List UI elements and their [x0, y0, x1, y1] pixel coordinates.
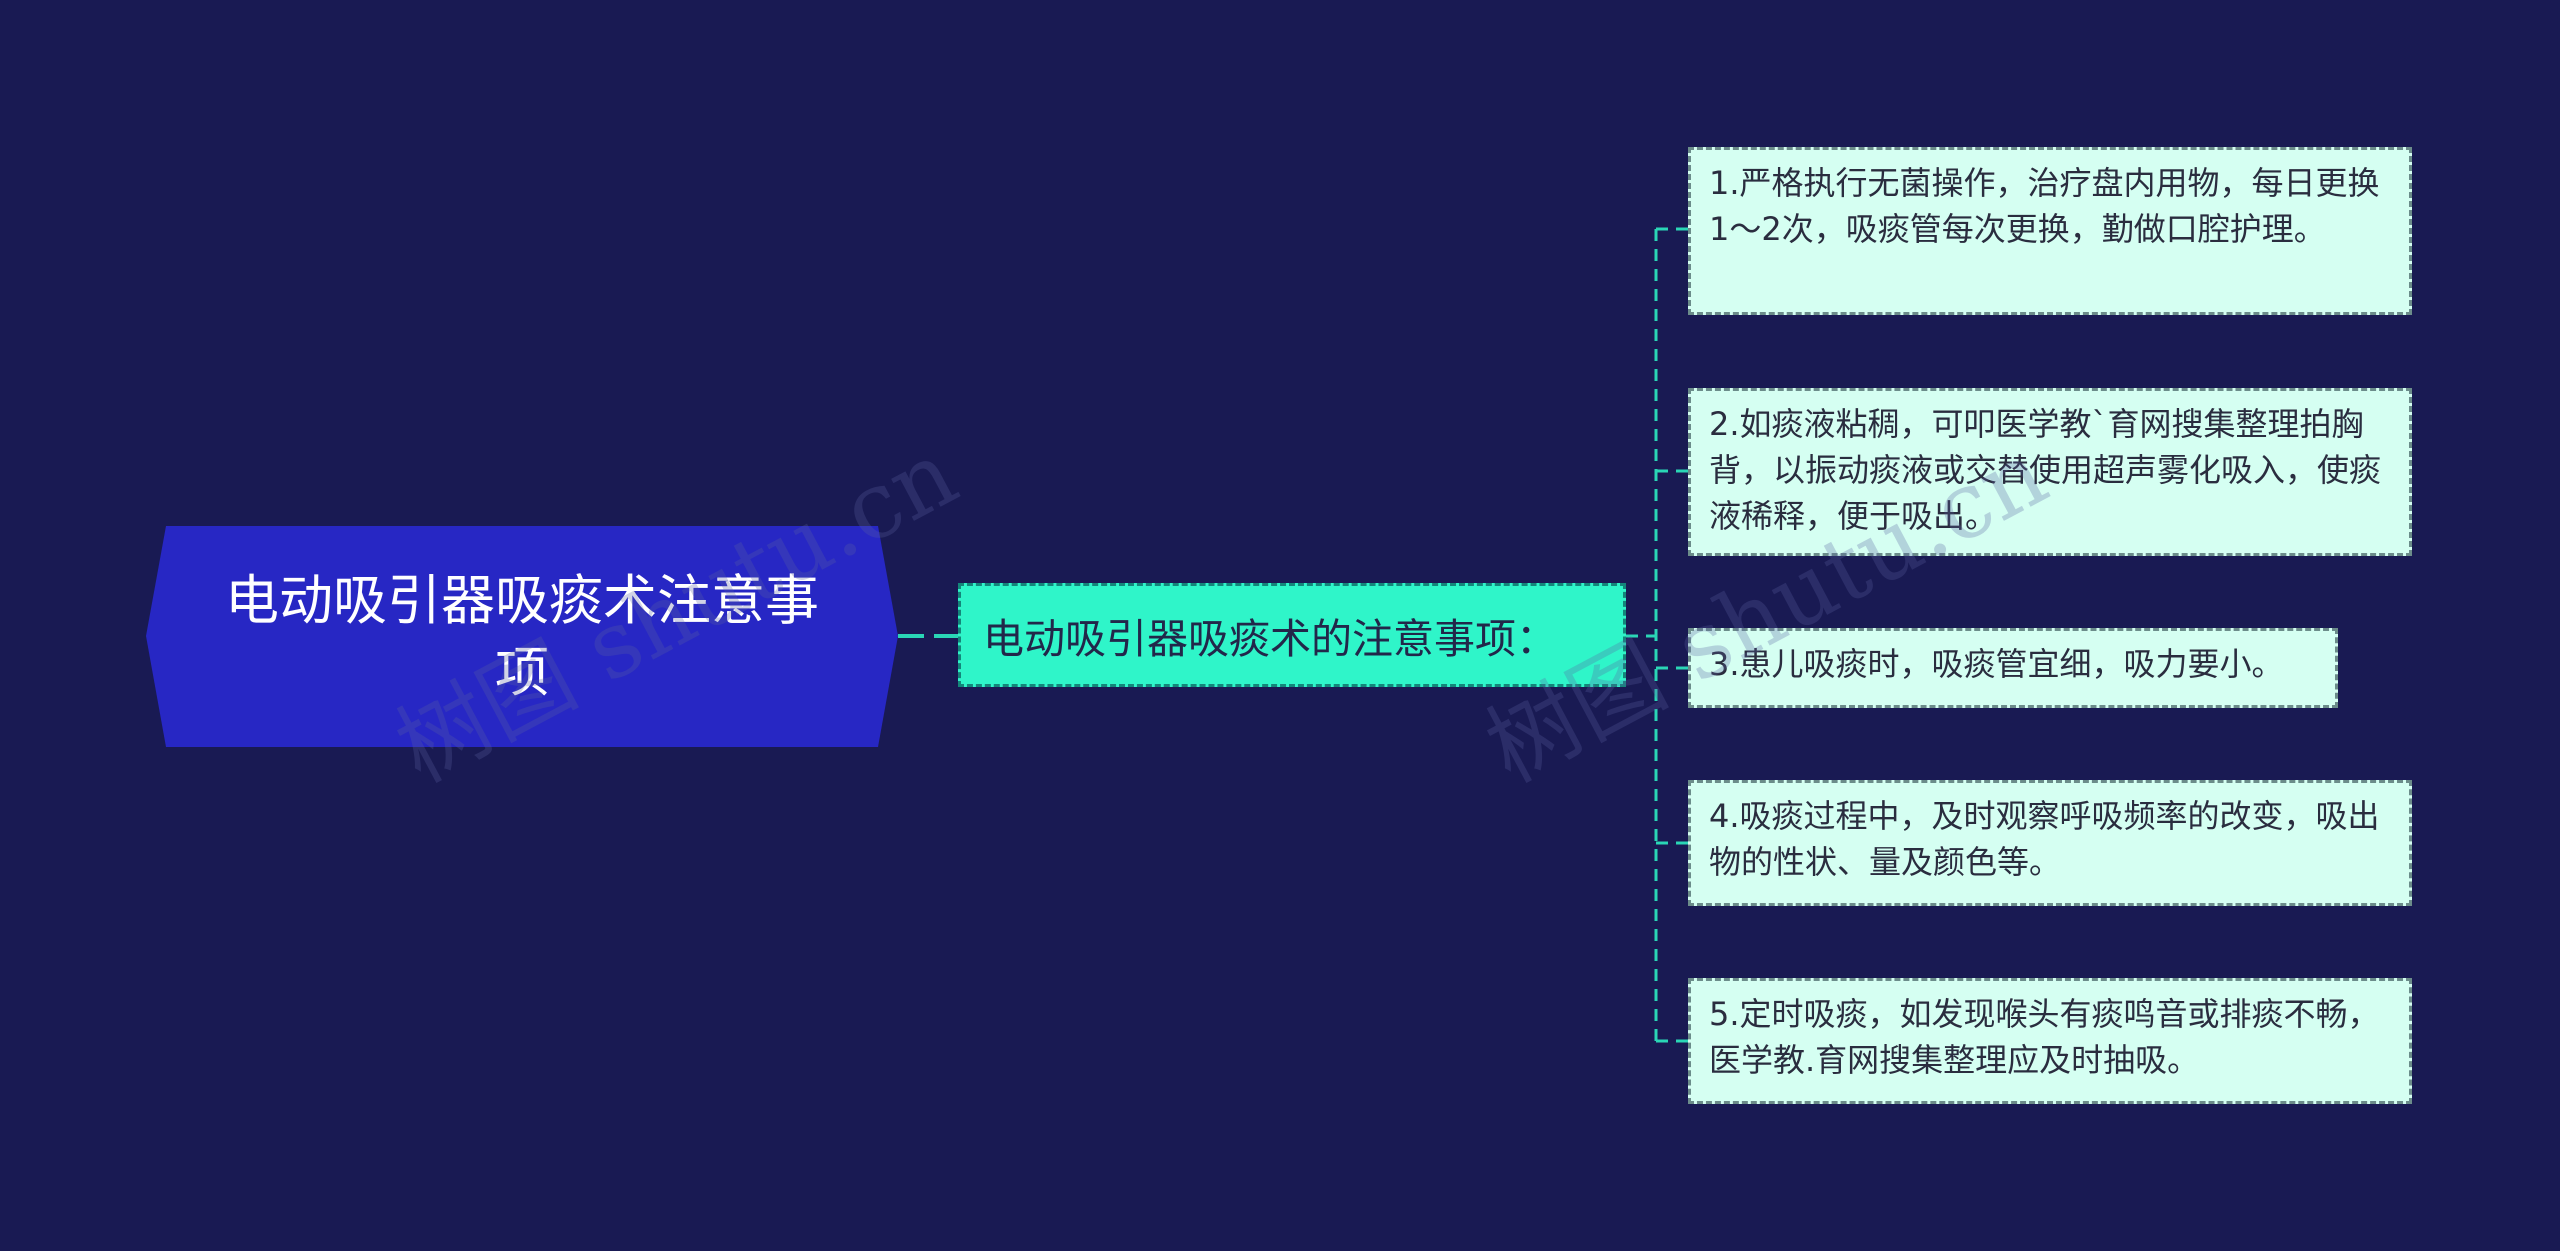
branch-node[interactable]: 电动吸引器吸痰术的注意事项： — [958, 583, 1626, 687]
leaf-node-3[interactable]: 3.患儿吸痰时，吸痰管宜细，吸力要小。 — [1688, 628, 2338, 708]
root-node[interactable]: 电动吸引器吸痰术注意事项 — [146, 526, 898, 747]
leaf-node-2[interactable]: 2.如痰液粘稠，可叩医学教`育网搜集整理拍胸背，以振动痰液或交替使用超声雾化吸入… — [1688, 388, 2412, 556]
root-node-label: 电动吸引器吸痰术注意事项 — [225, 568, 819, 704]
leaf-node-5[interactable]: 5.定时吸痰，如发现喉头有痰鸣音或排痰不畅，医学教.育网搜集整理应及时抽吸。 — [1688, 978, 2412, 1104]
leaf-node-1[interactable]: 1.严格执行无菌操作，治疗盘内用物，每日更换1～2次，吸痰管每次更换，勤做口腔护… — [1688, 147, 2412, 315]
root-node-shape — [146, 526, 898, 747]
leaf-node-4[interactable]: 4.吸痰过程中，及时观察呼吸频率的改变，吸出物的性状、量及颜色等。 — [1688, 780, 2412, 906]
